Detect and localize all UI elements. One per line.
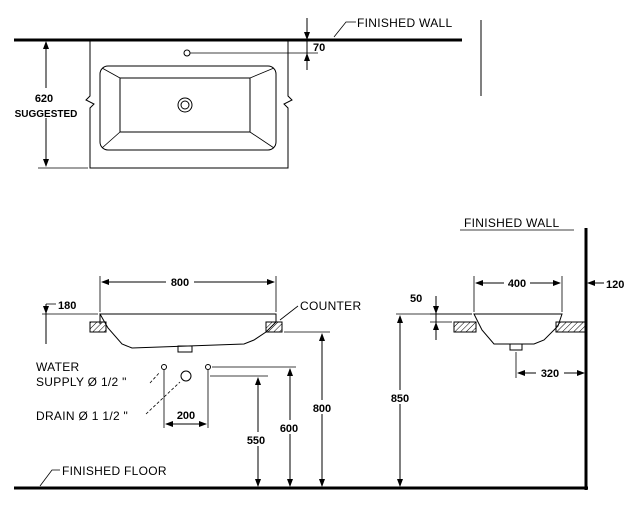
dim-side-wall-gap: 120 xyxy=(606,279,624,291)
drain-pipe-icon xyxy=(180,370,192,382)
front-basin-body xyxy=(99,313,277,349)
side-counter-front xyxy=(453,321,477,333)
plan-tap-hole-icon xyxy=(183,49,191,57)
front-counter-left xyxy=(89,321,107,333)
drain-label: DRAIN Ø 1 1/2 " xyxy=(36,409,128,423)
dim-drain-height: 550 xyxy=(247,435,265,447)
dim-side-depth: 400 xyxy=(508,278,526,290)
dim-width: 800 xyxy=(171,277,189,289)
supply-left-icon xyxy=(161,364,167,370)
side-basin-body xyxy=(473,313,563,345)
water-supply-label-line2: SUPPLY Ø 1/2 " xyxy=(36,375,127,389)
suggested-label: SUGGESTED xyxy=(15,109,78,120)
finished-floor-label: FINISHED FLOOR xyxy=(62,464,167,478)
dim-top-depth: 620 xyxy=(35,93,53,105)
dim-counter-height-side: 850 xyxy=(391,393,409,405)
vanity-outline xyxy=(85,40,293,169)
dim-supply-height: 600 xyxy=(280,423,298,435)
plan-drain-icon xyxy=(177,97,193,113)
supply-right-icon xyxy=(205,364,211,370)
plan-wall-leader xyxy=(333,21,356,38)
side-counter-back xyxy=(555,321,587,333)
side-drain-stub xyxy=(509,343,523,351)
dim-side-rim: 50 xyxy=(410,293,422,305)
dim-side-drain-offset: 320 xyxy=(541,368,559,380)
dim-wall-offset: 70 xyxy=(313,42,325,54)
plan-view: FINISHED WALL 620 SUGGESTED 70 xyxy=(8,16,482,169)
side-elevation: FINISHED WALL 400 120 50 320 xyxy=(386,216,624,490)
finished-wall-top-label: FINISHED WALL xyxy=(357,16,452,30)
front-counter-right xyxy=(265,321,283,333)
dim-supply-spacing: 200 xyxy=(177,410,195,422)
finished-wall-side-label: FINISHED WALL xyxy=(464,216,559,230)
basin-inner-bowl xyxy=(119,77,251,133)
dim-counter-height-front: 800 xyxy=(313,403,331,415)
front-elevation: FINISHED FLOOR COUNTER 800 180 xyxy=(14,274,490,490)
water-supply-label-line1: WATER xyxy=(36,360,80,374)
front-drain-stub xyxy=(177,345,193,353)
basin-outer-rim xyxy=(99,65,277,151)
dim-rim-height: 180 xyxy=(58,300,76,312)
counter-label: COUNTER xyxy=(300,299,361,313)
